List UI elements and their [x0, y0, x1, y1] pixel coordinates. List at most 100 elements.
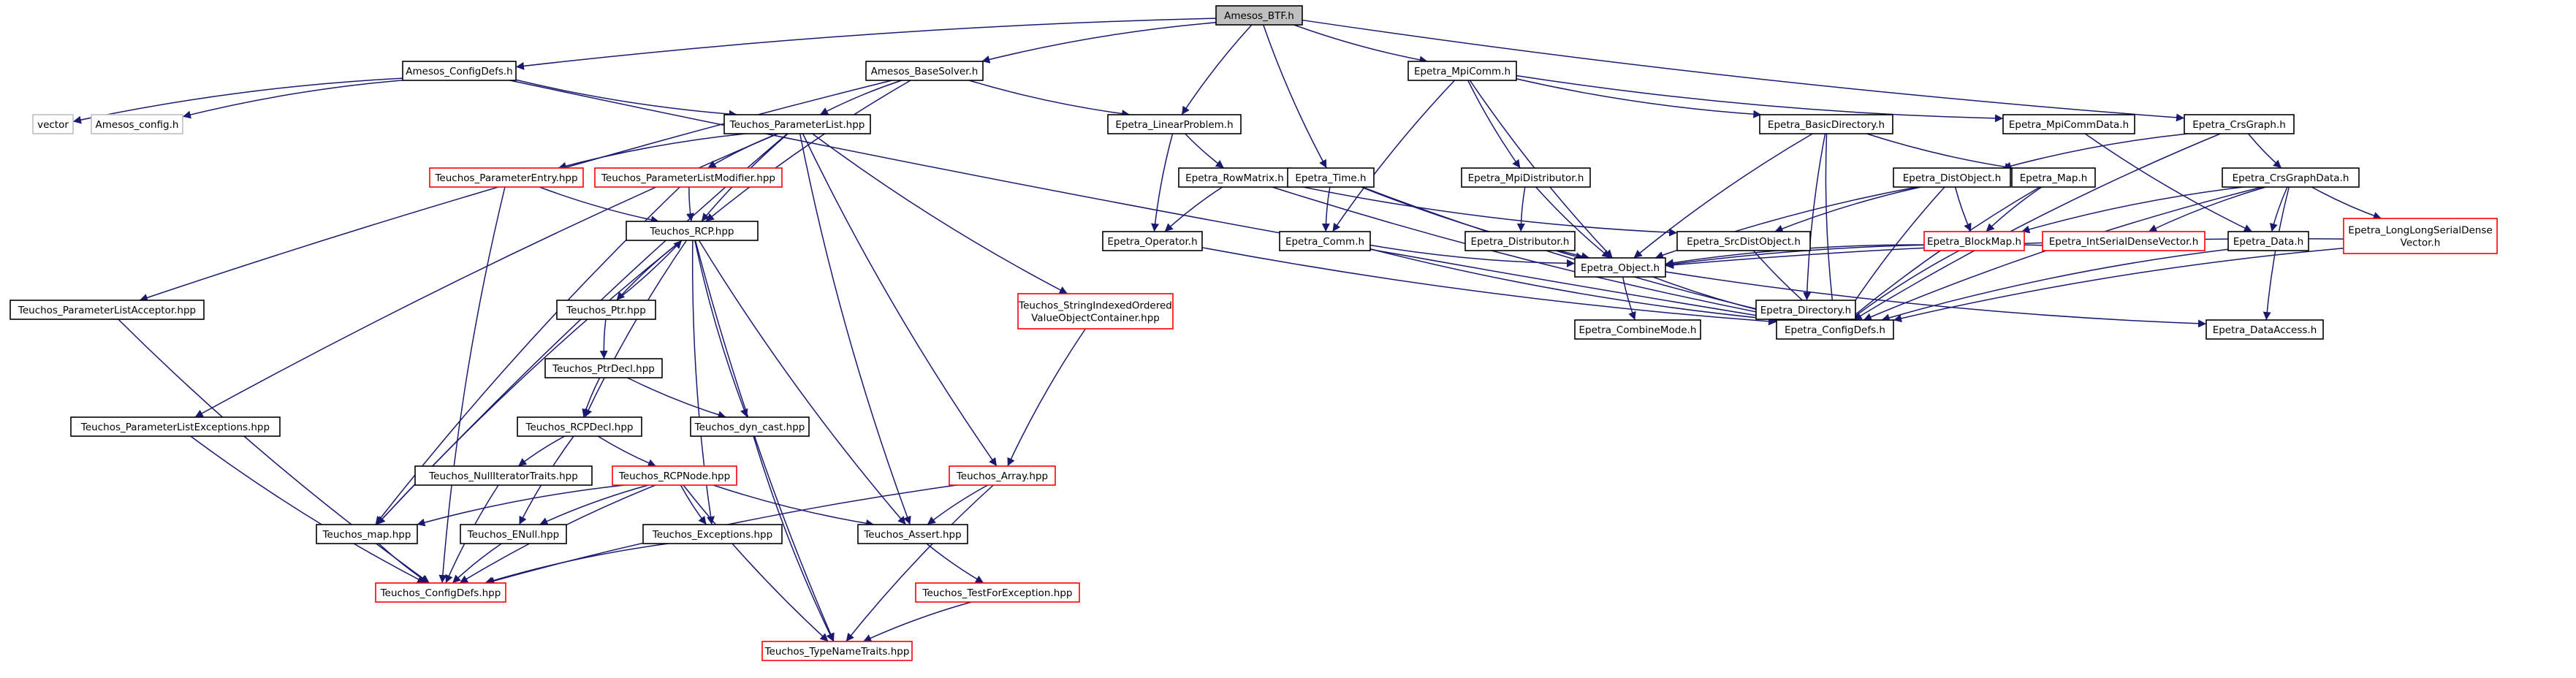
node-epetra-combinemode[interactable]: Epetra_CombineMode.h: [1574, 319, 1701, 340]
node-epetra-srcdistobject[interactable]: Epetra_SrcDistObject.h: [1676, 231, 1811, 251]
node-teuchos-parameterlist[interactable]: Teuchos_ParameterList.hpp: [723, 114, 871, 134]
edge-teuchos_rcp-to-teuchos_ptr: [616, 240, 683, 301]
node-epetra-dataaccess[interactable]: Epetra_DataAccess.h: [2205, 319, 2324, 340]
node-teuchos-rcpnode[interactable]: Teuchos_RCPNode.hpp: [612, 465, 737, 486]
node-epetra-directory[interactable]: Epetra_Directory.h: [1755, 300, 1856, 320]
node-label: Epetra_DistObject.h: [1903, 172, 2002, 184]
node-teuchos-stringindexed[interactable]: Teuchos_StringIndexedOrderedValueObjectC…: [1017, 293, 1174, 330]
edge-teuchos_rcp-to-teuchos_exceptions: [691, 240, 715, 525]
node-epetra-blockmap[interactable]: Epetra_BlockMap.h: [1923, 231, 2025, 251]
node-label: Vector.h: [2401, 237, 2441, 249]
node-epetra-basicdirectory[interactable]: Epetra_BasicDirectory.h: [1759, 114, 1893, 134]
node-teuchos-array[interactable]: Teuchos_Array.hpp: [949, 465, 1056, 486]
edge-amesos_basesolver-to-teuchos_rcp: [705, 80, 911, 222]
edge-epetra_mpicomm-to-epetra_mpidistributor: [1467, 80, 1521, 169]
node-box: [460, 524, 567, 544]
node-epetra-mpicomm[interactable]: Epetra_MpiComm.h: [1407, 61, 1517, 81]
node-teuchos-configdefs[interactable]: Teuchos_ConfigDefs.hpp: [375, 582, 506, 603]
edge-amesos_configdefs-to-teuchos_parameterlist: [515, 79, 737, 118]
edge-epetra_mpicomm-to-epetra_basicdirectory: [1516, 78, 1762, 118]
edge-amesos_btf-to-amesos_basesolver: [981, 22, 1217, 64]
node-epetra-mpidistributor[interactable]: Epetra_MpiDistributor.h: [1461, 167, 1591, 188]
node-label: Epetra_Operator.h: [1107, 236, 1197, 248]
node-epetra-data[interactable]: Epetra_Data.h: [2227, 231, 2309, 251]
node-box: [1215, 5, 1303, 26]
edge-amesos_configdefs-to-epetra_configdefs: [509, 80, 1785, 323]
node-teuchos-assert[interactable]: Teuchos_Assert.hpp: [857, 524, 968, 544]
edge-teuchos_rcp-to-teuchos_rcpdecl: [584, 240, 688, 418]
edge-epetra_mpicomm-to-epetra_comm: [1331, 80, 1456, 232]
edge-teuchos_array-to-teuchos_typenametraits: [846, 484, 994, 642]
node-epetra-operator[interactable]: Epetra_Operator.h: [1102, 231, 1203, 251]
node-teuchos-map[interactable]: Teuchos_map.hpp: [316, 524, 418, 544]
node-vector: vector: [32, 114, 74, 134]
node-epetra-rowmatrix[interactable]: Epetra_RowMatrix.h: [1178, 167, 1291, 188]
node-teuchos-rcp[interactable]: Teuchos_RCP.hpp: [626, 221, 759, 241]
node-teuchos-rcpdecl[interactable]: Teuchos_RCPDecl.hpp: [517, 416, 642, 437]
edge-epetra_data-to-epetra_configdefs: [1881, 248, 2229, 322]
node-epetra-configdefs[interactable]: Epetra_ConfigDefs.h: [1776, 319, 1894, 340]
node-teuchos-nulliteratortraits[interactable]: Teuchos_NullIteratorTraits.hpp: [414, 465, 593, 486]
node-box: [316, 524, 418, 544]
node-epetra-comm[interactable]: Epetra_Comm.h: [1279, 231, 1371, 251]
node-teuchos-parameterlistexceptions[interactable]: Teuchos_ParameterListExceptions.hpp: [70, 416, 281, 437]
edge-epetra_basicdirectory-to-epetra_directory: [1803, 133, 1826, 301]
node-label: Teuchos_RCPDecl.hpp: [525, 422, 634, 433]
node-teuchos-parameterentry[interactable]: Teuchos_ParameterEntry.hpp: [429, 167, 584, 188]
node-epetra-intserialdensevector[interactable]: Epetra_IntSerialDenseVector.h: [2042, 231, 2205, 251]
node-box: [612, 465, 737, 486]
node-label: Amesos_BaseSolver.h: [871, 66, 979, 77]
node-amesos-config: Amesos_config.h: [91, 114, 183, 134]
edge-epetra_rowmatrix-to-epetra_srcdistobject: [1290, 183, 1678, 237]
edge-epetra_crsgraphdata-to-epetra_longlongserialdensevector: [2311, 186, 2382, 220]
node-teuchos-typenametraits[interactable]: Teuchos_TypeNameTraits.hpp: [761, 641, 913, 661]
node-teuchos-enull[interactable]: Teuchos_ENull.hpp: [460, 524, 567, 544]
node-amesos-configdefs[interactable]: Amesos_ConfigDefs.h: [402, 61, 517, 81]
edge-epetra_operator-to-epetra_configdefs: [1201, 247, 1777, 326]
edge-teuchos_rcpdecl-to-teuchos_rcpnode: [597, 435, 657, 467]
node-box: [2184, 114, 2295, 134]
node-epetra-time[interactable]: Epetra_Time.h: [1287, 167, 1375, 188]
node-amesos-basesolver[interactable]: Amesos_BaseSolver.h: [865, 61, 984, 81]
node-teuchos-parameterlistacceptor[interactable]: Teuchos_ParameterListAcceptor.hpp: [10, 300, 205, 320]
node-label: Epetra_Data.h: [2233, 236, 2303, 248]
node-teuchos-ptr[interactable]: Teuchos_Ptr.hpp: [556, 300, 656, 320]
node-box: [1574, 257, 1666, 278]
node-teuchos-parameterlistmodifier[interactable]: Teuchos_ParameterListModifier.hpp: [594, 167, 783, 188]
node-label: Teuchos_ParameterListModifier.hpp: [601, 172, 775, 184]
edge-teuchos_ptr-to-teuchos_ptrdecl: [599, 319, 608, 359]
node-teuchos-dyn-cast[interactable]: Teuchos_dyn_cast.hpp: [690, 416, 810, 437]
node-epetra-linearproblem[interactable]: Epetra_LinearProblem.h: [1107, 114, 1242, 134]
node-epetra-distobject[interactable]: Epetra_DistObject.h: [1893, 167, 2011, 188]
node-teuchos-ptrdecl[interactable]: Teuchos_PtrDecl.hpp: [544, 358, 663, 378]
node-box: [949, 465, 1056, 486]
node-label: ValueObjectContainer.hpp: [1031, 313, 1160, 324]
node-box: [915, 582, 1080, 603]
edge-amesos_btf-to-epetra_crsgraph: [1302, 19, 2185, 122]
edge-amesos_basesolver-to-teuchos_parameterlistacceptor: [139, 80, 892, 302]
node-box: [1279, 231, 1371, 251]
node-label: Epetra_Comm.h: [1285, 236, 1364, 248]
edge-epetra_distributor-to-epetra_object: [1556, 250, 1584, 261]
node-box: [1574, 319, 1701, 340]
node-teuchos-exceptions[interactable]: Teuchos_Exceptions.hpp: [642, 524, 783, 544]
node-box: [2011, 167, 2096, 188]
node-epetra-distributor[interactable]: Epetra_Distributor.h: [1464, 231, 1576, 251]
node-epetra-crsgraphdata[interactable]: Epetra_CrsGraphData.h: [2222, 167, 2360, 188]
node-box: [1178, 167, 1291, 188]
node-label: Epetra_BlockMap.h: [1927, 236, 2021, 248]
node-amesos-btf[interactable]: Amesos_BTF.h: [1215, 5, 1303, 26]
node-epetra-map[interactable]: Epetra_Map.h: [2011, 167, 2096, 188]
node-epetra-crsgraph[interactable]: Epetra_CrsGraph.h: [2184, 114, 2295, 134]
edge-epetra_crsgraphdata-to-epetra_intserialdensevector: [2148, 186, 2266, 232]
node-label: Teuchos_dyn_cast.hpp: [694, 422, 805, 433]
edge-teuchos_dyn_cast-to-teuchos_typenametraits: [753, 435, 835, 642]
node-epetra-object[interactable]: Epetra_Object.h: [1574, 257, 1666, 278]
node-label: Teuchos_Ptr.hpp: [566, 305, 646, 316]
node-label: Amesos_config.h: [96, 119, 179, 131]
node-label: Epetra_MpiComm.h: [1414, 66, 1511, 77]
node-epetra-mpicommdata[interactable]: Epetra_MpiCommData.h: [2002, 114, 2135, 134]
node-teuchos-testforexception[interactable]: Teuchos_TestForException.hpp: [915, 582, 1080, 603]
